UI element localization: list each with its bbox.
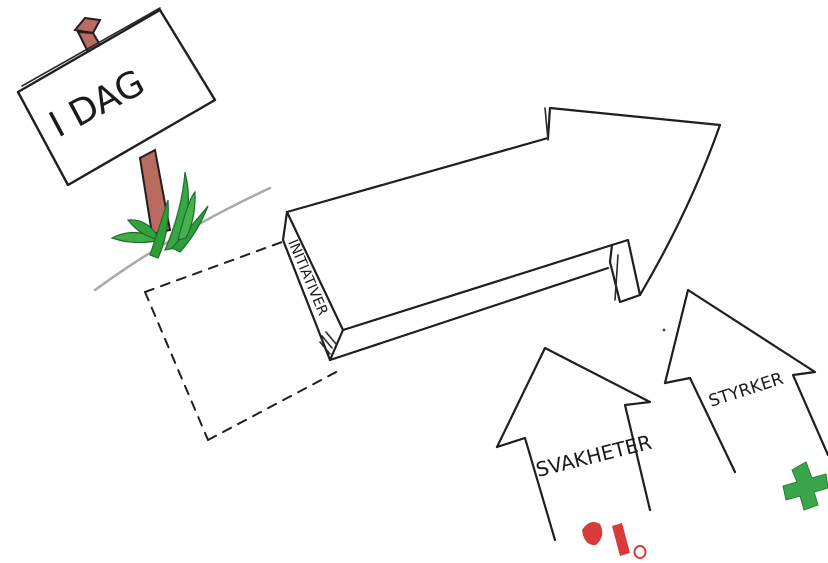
strength-arrow <box>663 288 828 474</box>
weakness-label: SVAKHETER <box>533 430 654 482</box>
ink-dot <box>662 328 666 332</box>
strength-label: STYRKER <box>706 369 786 412</box>
plus-symbol-icon <box>782 461 828 511</box>
minus-symbol-icon <box>582 522 647 559</box>
initiatives-arrow <box>281 106 722 362</box>
signpost-icon <box>16 7 217 236</box>
grass-icon <box>110 171 209 259</box>
dashed-outline <box>144 241 341 441</box>
initiatives-label: INITIATIVER <box>284 237 330 318</box>
weakness-arrow <box>495 346 652 542</box>
